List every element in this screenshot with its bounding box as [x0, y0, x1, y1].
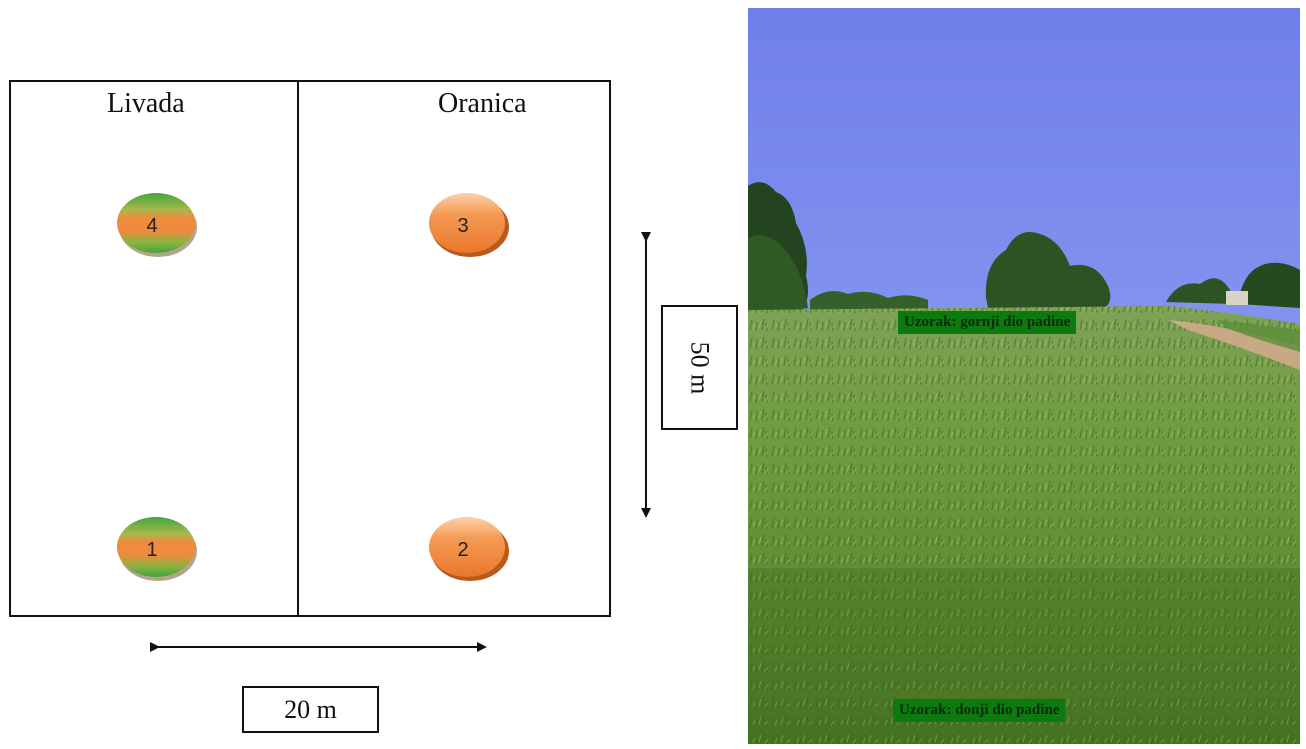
field-outline [9, 80, 611, 617]
photo-scene [748, 8, 1300, 744]
diagram-canvas: 4 3 1 2 [9, 80, 651, 652]
point-label: 3 [457, 215, 468, 237]
sampling-point-3: 3 [429, 193, 509, 257]
length-dimension-label: 50 m [685, 341, 715, 394]
field-label-oranica: Oranica [438, 88, 527, 119]
upper-slope-sample-tag: Uzorak: gornji dio padine [898, 311, 1077, 334]
width-dimension-box: 20 m [242, 686, 379, 733]
sampling-diagram: 4 3 1 2 Livada Oranica 50 m 20 m [9, 80, 738, 733]
sampling-point-4: 4 [117, 193, 197, 257]
length-dimension-box: 50 m [661, 305, 738, 430]
width-dimension-label: 20 m [284, 694, 337, 724]
tree-line [748, 182, 1300, 320]
point-label: 2 [457, 539, 468, 561]
sampling-point-1: 1 [117, 517, 197, 581]
dirt-path [1168, 320, 1300, 370]
sampling-point-2: 2 [429, 517, 509, 581]
lower-slope-sample-tag: Uzorak: donji dio padine [893, 699, 1066, 722]
field-photo: Uzorak: gornji dio padine Uzorak: donji … [748, 8, 1300, 744]
point-label: 1 [146, 539, 157, 561]
point-label: 4 [146, 215, 157, 237]
field-label-livada: Livada [107, 88, 185, 119]
